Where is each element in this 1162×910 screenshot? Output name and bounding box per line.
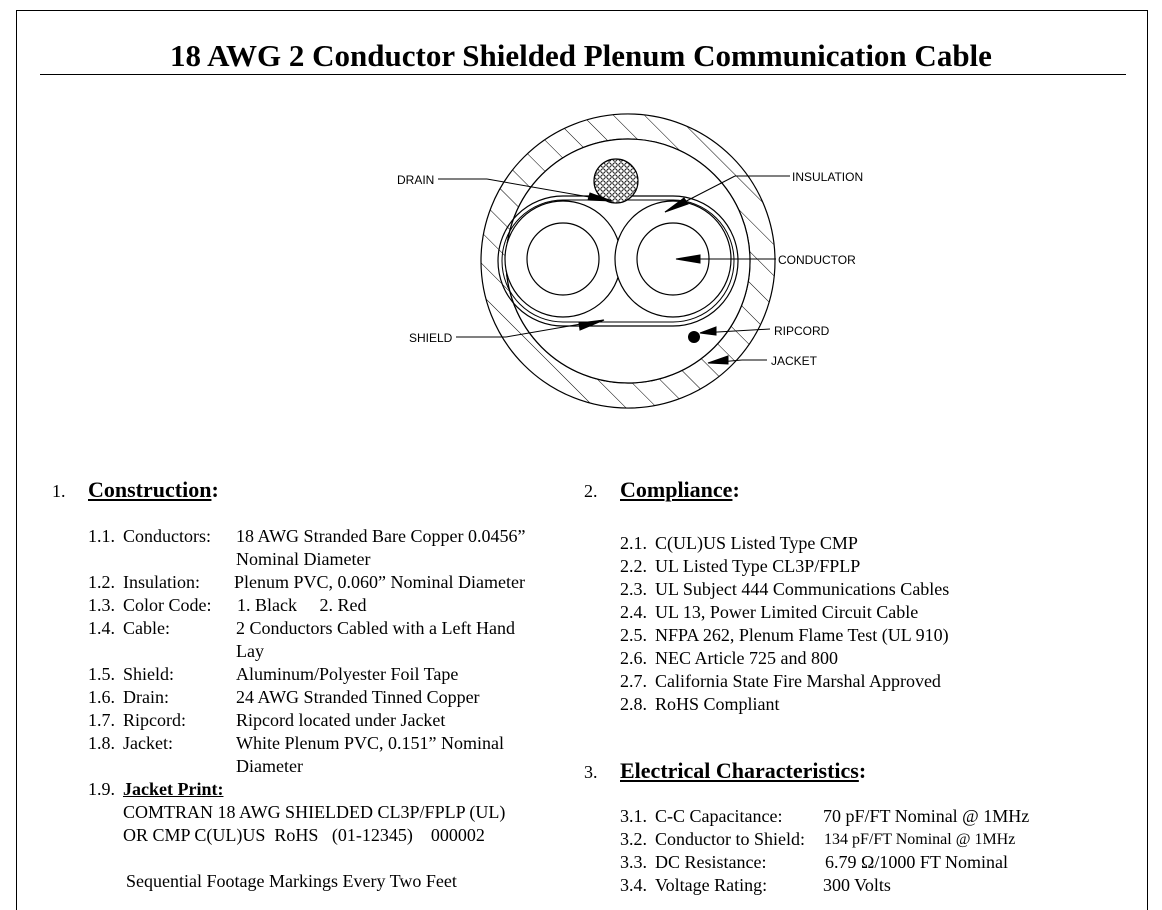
conductor-label: CONDUCTOR	[778, 253, 856, 267]
item-text: UL Subject 444 Communications Cables	[655, 579, 950, 599]
item-label: Conductor to Shield:	[655, 829, 805, 849]
construction-number: 1.	[52, 481, 66, 501]
item-number: 1.5.	[88, 664, 115, 684]
item-number: 2.8.	[620, 694, 647, 714]
jacket-print-label: Jacket Print:	[123, 779, 224, 799]
shield-wrap	[497, 195, 739, 327]
item-label: Color Code:	[123, 595, 212, 615]
item-value: 70 pF/FT Nominal @ 1MHz	[823, 806, 1030, 826]
electrical-title: Electrical Characteristics	[620, 758, 859, 783]
item-number: 2.6.	[620, 648, 647, 668]
item-text: RoHS Compliant	[655, 694, 780, 714]
item-label: DC Resistance:	[655, 852, 767, 872]
item-value: Nominal Diameter	[236, 549, 371, 569]
drain-wire	[593, 158, 639, 204]
item-label: C-C Capacitance:	[655, 806, 783, 826]
item-label: Cable:	[123, 618, 170, 638]
item-number: 2.5.	[620, 625, 647, 645]
item-label: Ripcord:	[123, 710, 186, 730]
insulation-label: INSULATION	[792, 170, 863, 184]
item-label: Voltage Rating:	[655, 875, 768, 895]
compliance-title: Compliance	[620, 477, 733, 502]
jacket-print-line-1: COMTRAN 18 AWG SHIELDED CL3P/FPLP (UL)	[123, 802, 506, 822]
item-number: 1.8.	[88, 733, 115, 753]
item-value: 18 AWG Stranded Bare Copper 0.0456”	[236, 526, 526, 546]
item-value: 300 Volts	[823, 875, 891, 895]
shield-wrap-inner	[501, 199, 735, 323]
leader-lines	[438, 175, 790, 365]
item-text: UL Listed Type CL3P/FPLP	[655, 556, 861, 576]
item-value: Ripcord located under Jacket	[236, 710, 446, 730]
item-label: Shield:	[123, 664, 175, 684]
item-value: Aluminum/Polyester Foil Tape	[236, 664, 459, 684]
construction-title: Construction	[88, 477, 212, 502]
item-value: 24 AWG Stranded Tinned Copper	[236, 687, 480, 707]
construction-heading: 1.Construction:	[52, 477, 219, 502]
item-number: 1.7.	[88, 710, 115, 730]
item-value: 134 pF/FT Nominal @ 1MHz	[824, 831, 1016, 848]
item-text: C(UL)US Listed Type CMP	[655, 533, 858, 553]
cable-cross-section-diagram: DRAIN INSULATION CONDUCTOR SHIELD RIPCOR…	[397, 113, 863, 409]
item-number: 1.3.	[88, 595, 115, 615]
item-number: 1.9.	[88, 779, 115, 799]
compliance-heading: 2.Compliance:	[584, 477, 740, 502]
item-number: 1.1.	[88, 526, 115, 546]
item-value: Diameter	[236, 756, 303, 776]
item-number: 2.3.	[620, 579, 647, 599]
jacket-print-line-2: OR CMP C(UL)US RoHS (01-12345) 000002	[123, 825, 485, 845]
item-text: California State Fire Marshal Approved	[655, 671, 941, 691]
ripcord-dot	[688, 331, 700, 343]
electrical-heading: 3.Electrical Characteristics:	[584, 758, 867, 783]
item-value: 2 Conductors Cabled with a Left Hand	[236, 618, 515, 638]
item-label: Insulation:	[123, 572, 200, 592]
item-number: 1.2.	[88, 572, 115, 592]
page-border	[16, 10, 1148, 910]
item-text: UL 13, Power Limited Circuit Cable	[655, 602, 919, 622]
jacket-label: JACKET	[771, 354, 818, 368]
item-number: 2.4.	[620, 602, 647, 622]
item-number: 2.1.	[620, 533, 647, 553]
drain-label: DRAIN	[397, 173, 434, 187]
item-number: 3.1.	[620, 806, 647, 826]
item-number: 1.4.	[88, 618, 115, 638]
item-value: 6.79 Ω/1000 FT Nominal	[825, 852, 1009, 872]
page-title: 18 AWG 2 Conductor Shielded Plenum Commu…	[170, 38, 992, 73]
left-conductor	[526, 222, 600, 296]
ripcord-label: RIPCORD	[774, 324, 830, 338]
item-label: Jacket:	[123, 733, 173, 753]
item-value: White Plenum PVC, 0.151” Nominal	[236, 733, 504, 753]
compliance-number: 2.	[584, 481, 598, 501]
item-text: NFPA 262, Plenum Flame Test (UL 910)	[655, 625, 949, 645]
item-number: 3.3.	[620, 852, 647, 872]
item-number: 3.4.	[620, 875, 647, 895]
title-underline	[40, 74, 1126, 75]
item-label: Conductors:	[123, 526, 211, 546]
item-label: Drain:	[123, 687, 169, 707]
item-number: 2.2.	[620, 556, 647, 576]
item-number: 3.2.	[620, 829, 647, 849]
item-value: Lay	[236, 641, 264, 661]
item-value: 1. Black 2. Red	[237, 595, 367, 615]
footage-markings: Sequential Footage Markings Every Two Fe…	[126, 871, 457, 891]
item-number: 2.7.	[620, 671, 647, 691]
shield-label: SHIELD	[409, 331, 453, 345]
item-value: Plenum PVC, 0.060” Nominal Diameter	[234, 572, 525, 592]
item-text: NEC Article 725 and 800	[655, 648, 838, 668]
item-number: 1.6.	[88, 687, 115, 707]
electrical-number: 3.	[584, 762, 598, 782]
